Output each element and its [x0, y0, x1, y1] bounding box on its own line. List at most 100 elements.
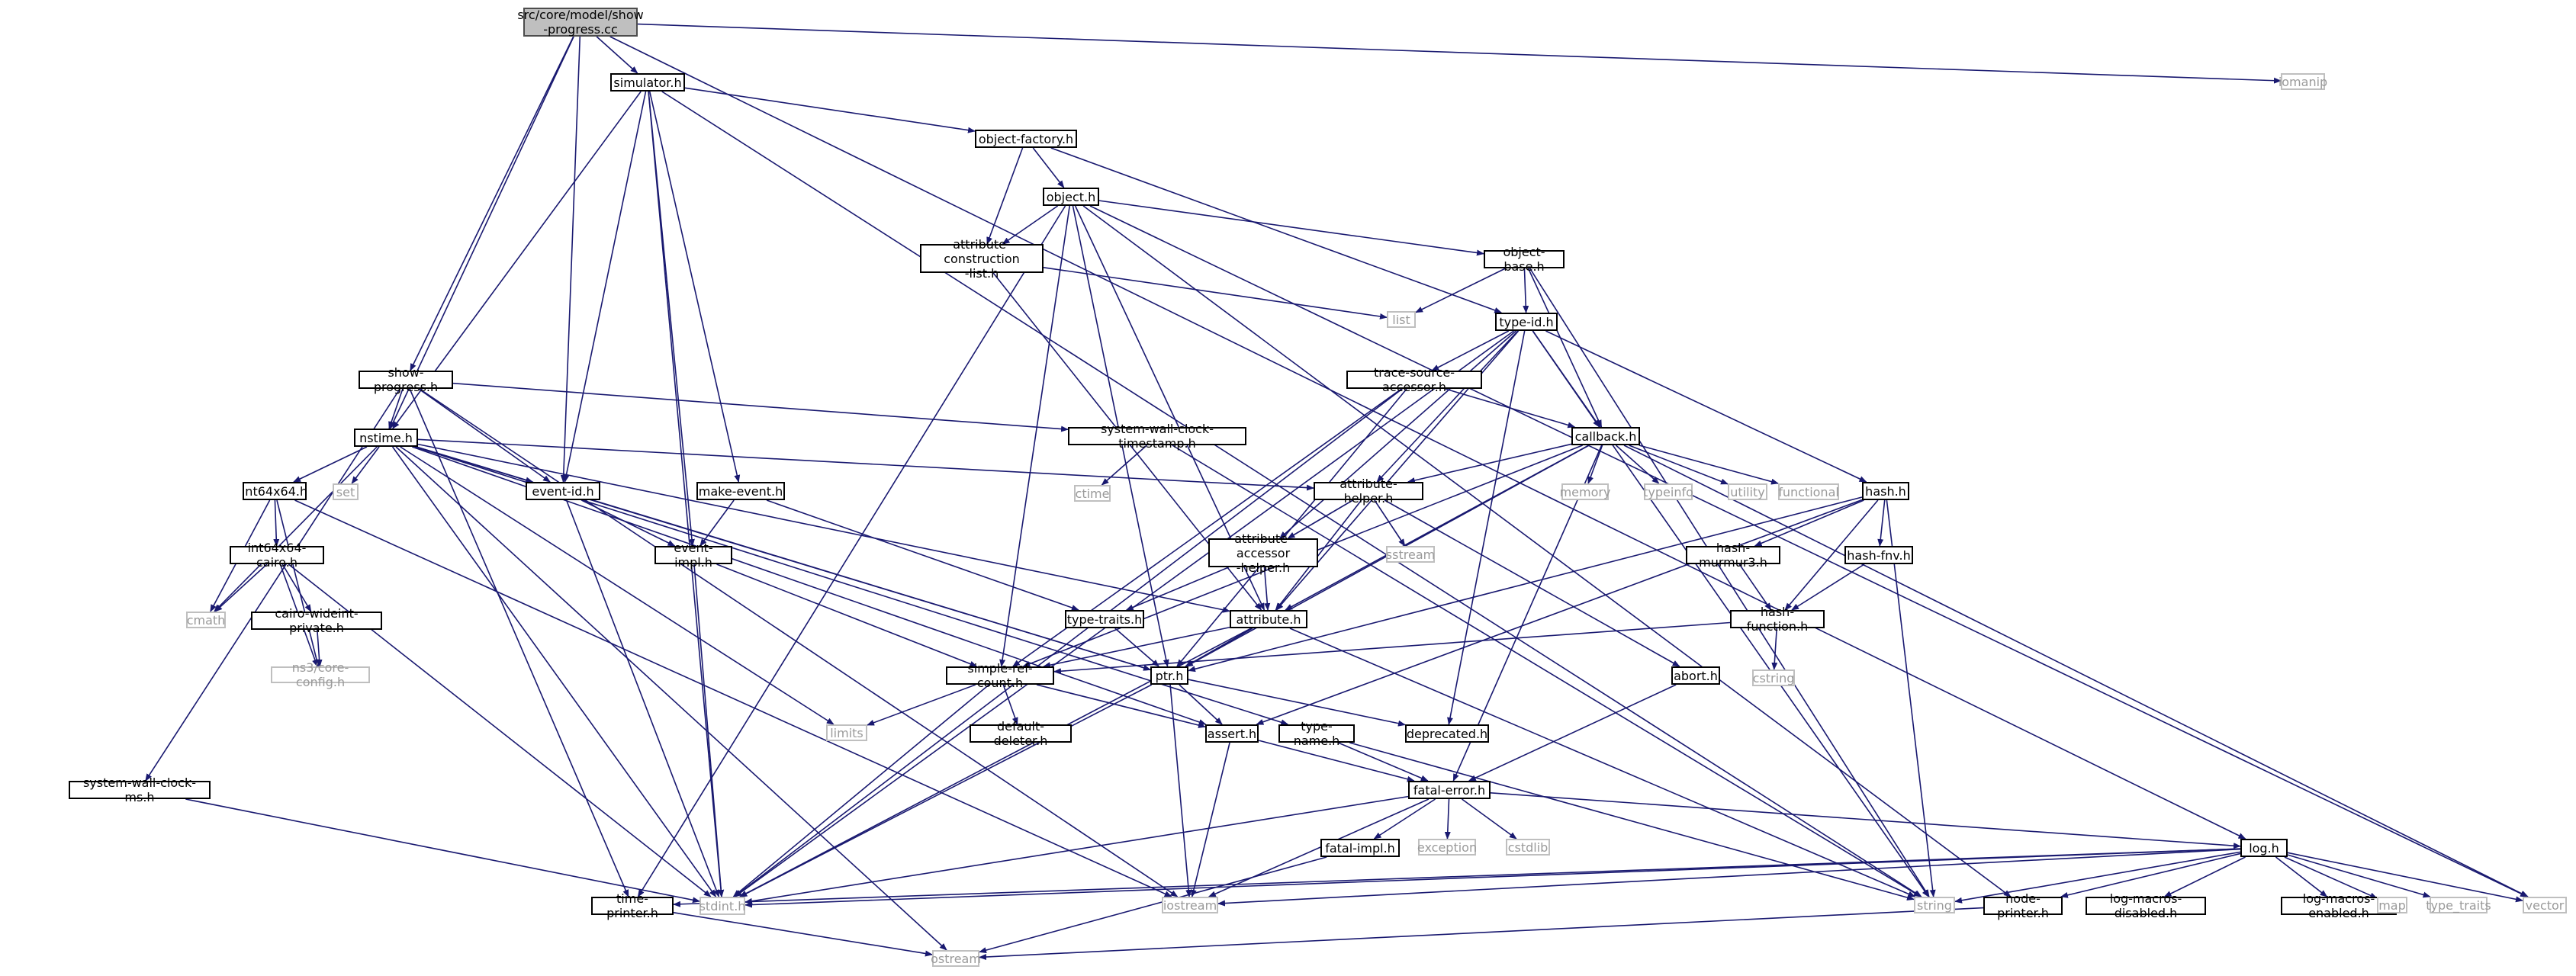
edge-ptr-to-deprecated	[1188, 679, 1406, 727]
node-object-h[interactable]: object.h	[1043, 188, 1099, 206]
node-fatal-impl-h[interactable]: fatal-impl.h	[1320, 839, 1400, 857]
edge-typename-to-string	[1349, 742, 1915, 901]
edge-attribute-to-string	[1289, 628, 1916, 897]
node-attribute-h[interactable]: attribute.h	[1230, 610, 1307, 628]
node-nstime-h[interactable]: nstime.h	[354, 429, 418, 447]
edge-object-to-simplerefcount	[999, 205, 1071, 667]
edge-attrhelper-to-attraccessor	[1287, 499, 1353, 539]
edge-callback-to-typeinfo	[1615, 445, 1660, 484]
edge-log-to-logenabled	[2275, 856, 2328, 897]
node-event-id-h[interactable]: event-id.h	[526, 482, 600, 500]
edge-makeevent-to-typetraits	[766, 499, 1079, 611]
node-system-wall-clock-ms-h[interactable]: system-wall-clock-ms.h	[69, 775, 211, 804]
node-attribute-helper-h[interactable]: attribute-helper.h	[1314, 477, 1423, 506]
edge-simplerefcount-to-limits	[867, 684, 976, 726]
node-utility: utility	[1728, 483, 1767, 500]
node-object-factory-h[interactable]: object-factory.h	[975, 130, 1077, 148]
node-log-macros-disabled-h[interactable]: log-macros-disabled.h	[2086, 891, 2206, 920]
node-assert-h[interactable]: assert.h	[1205, 724, 1259, 743]
edge-hash-to-hashfnv	[1877, 499, 1886, 547]
node-make-event-h[interactable]: make-event.h	[696, 482, 785, 500]
edge-root-to-showprog	[410, 36, 574, 371]
node-show-progress-h[interactable]: show-progress.h	[359, 365, 453, 394]
node-trace-source-accessor-h[interactable]: trace-source-accessor.h	[1346, 365, 1482, 394]
node-abort-h[interactable]: abort.h	[1671, 666, 1720, 685]
node-stdint-h: stdint.h	[699, 897, 745, 915]
node-int64x64-h[interactable]: int64x64.h	[242, 482, 307, 500]
node-type-name-h[interactable]: type-name.h	[1278, 719, 1355, 748]
node-ptr-h[interactable]: ptr.h	[1150, 666, 1188, 685]
edge-abort-to-fatalerror	[1468, 684, 1677, 782]
edge-object-to-vector	[1089, 205, 2529, 897]
node-typeinfo: typeinfo	[1643, 483, 1693, 500]
node-functional: functional	[1778, 483, 1839, 500]
node-attribute-construction-list-h[interactable]: attribute-construction -list.h	[920, 237, 1044, 281]
node-hash-function-h[interactable]: hash-function.h	[1730, 605, 1825, 634]
edge-nstime-to-cmath	[214, 446, 378, 612]
node-hash-fnv-h[interactable]: hash-fnv.h	[1844, 546, 1913, 564]
node-deprecated-h[interactable]: deprecated.h	[1405, 724, 1489, 743]
edge-tsa-to-ptr	[1176, 388, 1407, 667]
edge-fatalimpl-to-ostream	[979, 856, 1327, 954]
edge-eventimpl-to-stdint	[693, 563, 725, 897]
edge-tsa-to-stdint	[733, 388, 1403, 897]
node-ns3-core-config-h: ns3/core-config.h	[271, 660, 370, 689]
edge-typeid-to-hash	[1545, 330, 1867, 483]
edge-typeid-to-attrhelper	[1376, 330, 1519, 483]
edge-hash-to-ptr	[1188, 496, 1863, 673]
edge-callback-to-functional	[1639, 445, 1779, 485]
node-sstream: sstream	[1385, 546, 1436, 563]
node-type-traits: type_traits	[2426, 897, 2491, 913]
edge-int64-to-int64cairo	[273, 499, 280, 547]
edge-root-to-eventid	[560, 36, 581, 483]
edge-objbase-to-typeid	[1523, 268, 1529, 313]
edge-hash-to-string	[1886, 499, 1936, 897]
node-log-h[interactable]: log.h	[2240, 839, 2288, 857]
node-type-traits-h[interactable]: type-traits.h	[1065, 610, 1144, 628]
node-callback-h[interactable]: callback.h	[1571, 427, 1640, 445]
edge-eventid-to-ptr	[593, 499, 1151, 671]
node-default-deleter-h[interactable]: default-deleter.h	[970, 719, 1072, 748]
edge-int64cairo-to-cairowide	[281, 563, 312, 612]
edge-simplerefcount-to-defdeleter	[1002, 684, 1018, 725]
edge-swct-to-string	[1172, 445, 1922, 897]
node-map: map	[2377, 897, 2407, 913]
edge-ptr-to-stdint	[739, 684, 1153, 897]
node-hash-murmur3-h[interactable]: hash-murmur3.h	[1686, 541, 1780, 570]
edge-hash-to-hashfunc	[1784, 499, 1879, 611]
node-cairo-wideint-private-h[interactable]: cairo-wideint-private.h	[251, 606, 382, 635]
edge-assert-to-iostream	[1190, 742, 1230, 897]
edge-log-to-timeprinter	[673, 848, 2241, 907]
edge-assert-to-fatalerror	[1258, 740, 1415, 782]
edge-typeid-to-tsa	[1431, 330, 1510, 371]
edge-hashfunc-to-cstring	[1771, 628, 1778, 670]
node-fatal-error-h[interactable]: fatal-error.h	[1408, 781, 1491, 799]
edge-callback-to-utility	[1629, 445, 1729, 485]
edge-tsa-to-callback	[1445, 388, 1576, 429]
node-system-wall-clock-timestamp-h[interactable]: system-wall-clock-timestamp.h	[1068, 422, 1246, 451]
node-type-id-h[interactable]: type-id.h	[1495, 313, 1558, 331]
node-time-printer-h[interactable]: time-printer.h	[591, 891, 674, 920]
node-int64x64-cairo-h[interactable]: int64x64-cairo.h	[230, 541, 324, 570]
node-event-impl-h[interactable]: event-impl.h	[654, 541, 732, 570]
node-iomanip: iomanip	[2278, 73, 2328, 90]
node-simple-ref-count-h[interactable]: simple-ref-count.h	[946, 661, 1054, 690]
edge-log-to-vector	[2287, 852, 2523, 903]
edge-hash-to-hashmurmur	[1754, 499, 1864, 547]
node-list: list	[1387, 311, 1416, 328]
edge-simulator-to-eventid	[563, 91, 647, 483]
edge-nstime-to-attribute	[417, 443, 1230, 613]
node-ctime: ctime	[1074, 485, 1111, 502]
node-attribute-accessor-helper-h[interactable]: attribute-accessor -helper.h	[1208, 531, 1318, 575]
node-object-base-h[interactable]: object-base.h	[1484, 245, 1565, 274]
edge-timeprinter-to-ostream	[673, 911, 933, 957]
edge-showprog-to-swcms	[145, 388, 400, 782]
edge-callback-to-attrhelper	[1407, 443, 1572, 483]
node-simulator-h[interactable]: simulator.h	[610, 73, 685, 92]
edge-makeevent-to-eventimpl	[699, 499, 735, 547]
node-src-core-model-show-progress-cc[interactable]: src/core/model/show -progress.cc	[517, 8, 644, 37]
edge-typeid-to-deprecated	[1447, 330, 1526, 725]
node-hash-h[interactable]: hash.h	[1862, 482, 1909, 500]
edge-objbase-to-string	[1529, 268, 1930, 897]
node-node-printer-h[interactable]: node-printer.h	[1983, 891, 2063, 920]
